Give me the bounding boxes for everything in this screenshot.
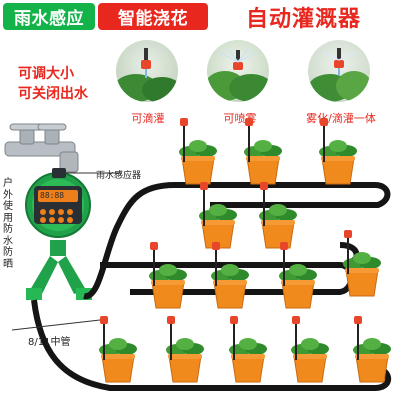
potted-plant [166, 316, 204, 383]
potted-plant [199, 182, 237, 249]
timer-controller [25, 168, 122, 238]
drip-stake-icon [344, 230, 352, 274]
potted-plant [259, 182, 297, 249]
potted-plant [244, 118, 282, 185]
potted-plant [179, 118, 217, 185]
potted-plant [279, 242, 317, 309]
adjustable-note: 可调大小 [18, 66, 74, 82]
potted-plant [211, 242, 249, 309]
timer-display: 88:88 [40, 191, 65, 200]
drip-caption: 可滴灌 [131, 112, 165, 125]
spray-photo [207, 40, 269, 102]
drip-stake-icon [354, 316, 362, 360]
pipe-label: 8/11中管 [28, 337, 71, 348]
potted-plant [149, 242, 187, 309]
potted-plant [319, 118, 357, 185]
drip-stake-icon [260, 182, 268, 226]
drip-stake-icon [180, 118, 188, 162]
drip-stake-icon [200, 182, 208, 226]
drip-stake-icon [150, 242, 158, 286]
drip-stake-icon [167, 316, 175, 360]
potted-plant [291, 316, 329, 383]
faucet-icon [4, 123, 79, 173]
rain-sensor-label: 雨水感应器 [96, 171, 142, 181]
potted-plant [99, 316, 137, 383]
potted-plant [229, 316, 267, 383]
drip-stake-icon [212, 242, 220, 286]
potted-plant [343, 230, 381, 297]
smart-watering-pill: 智能浇花 [98, 3, 208, 30]
top-banner: 雨水感应 智能浇花 自动灌溉器 [0, 0, 400, 33]
drip-stake-icon [245, 118, 253, 162]
drip-photo [116, 40, 178, 102]
outdoor-waterproof-label: 户外使用防水防晒 [3, 178, 13, 270]
banner-title: 自动灌溉器 [245, 6, 361, 32]
y-connector [26, 240, 92, 300]
shutoff-note: 可关闭出水 [18, 86, 88, 102]
drip-stake-icon [230, 316, 238, 360]
rain-sensor-pill: 雨水感应 [3, 3, 95, 30]
drip-stake-icon [320, 118, 328, 162]
drip-stake-icon [100, 316, 108, 360]
mist-drip-photo [308, 40, 370, 102]
potted-plant [353, 316, 391, 383]
drip-stake-icon [292, 316, 300, 360]
drip-stake-icon [280, 242, 288, 286]
